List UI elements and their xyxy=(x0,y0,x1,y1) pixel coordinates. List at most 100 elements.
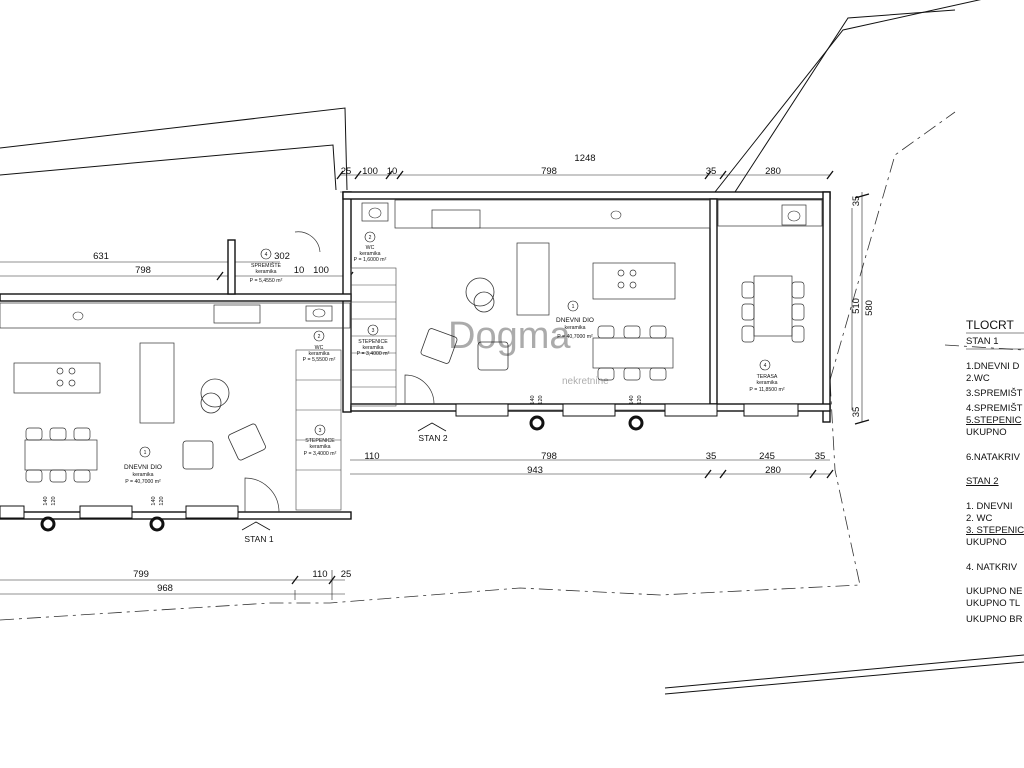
site-boundary-right-inner xyxy=(714,0,982,193)
legend-item: 4. NATKRIV xyxy=(966,562,1018,573)
room-name: DNEVNI DIO xyxy=(124,464,162,471)
legend-item: 5.STEPENIC xyxy=(966,415,1022,426)
room-floor: keramika xyxy=(255,269,276,275)
dim-top-10: 10 xyxy=(387,166,398,177)
legend-total: UKUPNO NE xyxy=(966,586,1023,597)
legend-item: 3.SPREMIŠT xyxy=(966,388,1023,399)
dim-left-631: 631 xyxy=(93,251,109,262)
room-floor: keramika xyxy=(309,444,330,450)
room-area: P = 11,8500 m² xyxy=(749,387,784,393)
dim-mid-110: 110 xyxy=(364,451,379,462)
wall-top-left-unit xyxy=(0,293,352,302)
site-boundary-bottom xyxy=(664,654,1024,689)
dim-mid-35b: 35 xyxy=(815,451,826,462)
room-floor: keramika xyxy=(359,251,380,257)
wall-right xyxy=(822,191,831,423)
room-number: 2 xyxy=(318,334,321,340)
room-number: 3 xyxy=(372,328,375,334)
legend-item: 6.NATAKRIV xyxy=(966,452,1021,463)
dim-right-35-bottom: 35 xyxy=(851,407,862,418)
room-floor: keramika xyxy=(308,351,329,357)
dim-mid-280: 280 xyxy=(765,465,781,476)
wall-middle xyxy=(342,191,352,413)
dim-storage-302: 302 xyxy=(274,251,290,262)
room-floor: keramika xyxy=(756,380,777,386)
site-boundary-right xyxy=(734,9,956,193)
dim-bottom-799: 799 xyxy=(133,569,149,580)
legend-item: 1.DNEVNI D xyxy=(966,361,1020,372)
window-dim-140: 140 xyxy=(629,395,635,404)
dim-right-35-top: 35 xyxy=(851,196,862,207)
wall-storage-left xyxy=(227,239,236,295)
room-floor: keramika xyxy=(564,325,585,331)
legend-title: TLOCRT xyxy=(966,318,1014,332)
room-number: 1 xyxy=(572,304,575,310)
dim-top-798: 798 xyxy=(541,166,557,177)
room-area: P = 3,4000 m² xyxy=(304,451,337,457)
dim-top-25: 25 xyxy=(341,166,352,177)
room-area: P = 40,7000 m² xyxy=(557,334,593,340)
dim-top-100: 100 xyxy=(362,166,378,177)
dim-mid-798: 798 xyxy=(541,451,557,462)
site-boundary-left-inner xyxy=(0,144,337,191)
legend-total: UKUPNO TL xyxy=(966,598,1021,609)
room-name: WC xyxy=(366,245,375,251)
dim-top-280: 280 xyxy=(765,166,781,177)
legend-item: 2. WC xyxy=(966,513,993,524)
legend-stan1-heading: STAN 1 xyxy=(966,336,999,347)
room-number: 4 xyxy=(764,363,767,369)
room-number: 4 xyxy=(265,252,268,258)
legend-total: UKUPNO BR xyxy=(966,614,1023,625)
legend-item: 2.WC xyxy=(966,373,990,384)
site-boundary-bottom-inner xyxy=(664,661,1024,695)
room-area: P = 1,6000 m² xyxy=(354,257,387,263)
room-number: 3 xyxy=(319,428,322,434)
plot-outline-dashed xyxy=(0,379,861,621)
room-number: 2 xyxy=(369,235,372,241)
room-area: P = 5,5500 m² xyxy=(303,357,336,363)
legend-item: 4.SPREMIŠT xyxy=(966,403,1023,414)
window-dim-140: 140 xyxy=(43,496,49,505)
dim-bottom-110: 110 xyxy=(312,569,327,580)
legend-panel: TLOCRT STAN 1 1.DNEVNI D 2.WC 3.SPREMIŠT… xyxy=(966,318,1024,628)
room-area: P = 3,4000 m² xyxy=(357,351,390,357)
plot-outline-dashed-right xyxy=(829,111,956,381)
dim-top-35: 35 xyxy=(706,166,717,177)
dim-top-total: 1248 xyxy=(574,153,595,164)
dim-bottom-968: 968 xyxy=(157,583,173,594)
entrance-label-stan1: STAN 1 xyxy=(244,534,273,544)
room-name: DNEVNI DIO xyxy=(556,317,594,324)
dim-mid-35a: 35 xyxy=(706,451,717,462)
wall-top-right-unit xyxy=(342,191,831,200)
dim-storage-100: 100 xyxy=(313,265,329,276)
dim-left-798: 798 xyxy=(135,265,151,276)
window-dim-120: 120 xyxy=(637,395,643,404)
room-name: TERASA xyxy=(757,374,778,380)
room-name: WC xyxy=(315,345,324,351)
wall-bottom-left-unit xyxy=(0,511,352,520)
legend-item: 3. STEPENIC xyxy=(966,525,1024,536)
dim-storage-10: 10 xyxy=(294,265,305,276)
legend-stan2-heading: STAN 2 xyxy=(966,476,999,487)
room-floor: keramika xyxy=(132,472,153,478)
dim-mid-245: 245 xyxy=(759,451,775,462)
dim-mid-943: 943 xyxy=(527,465,543,476)
room-floor: keramika xyxy=(362,345,383,351)
window-dim-140: 140 xyxy=(530,395,536,404)
dim-bottom-25: 25 xyxy=(341,569,352,580)
legend-item: 1. DNEVNI xyxy=(966,501,1013,512)
dim-right-510: 510 xyxy=(851,298,862,314)
dim-right-580: 580 xyxy=(864,300,875,316)
watermark-subtitle: nekretnine xyxy=(562,376,609,387)
room-number: 1 xyxy=(144,450,147,456)
room-area: P = 5,4550 m² xyxy=(250,278,283,284)
room-area: P = 40,7000 m² xyxy=(125,479,161,485)
room-name: STEPENICE xyxy=(358,339,388,345)
room-name: STEPENICE xyxy=(305,438,335,444)
site-boundary-left xyxy=(0,107,348,191)
legend-total: UKUPNO xyxy=(966,537,1007,548)
entrance-label-stan2: STAN 2 xyxy=(418,433,447,443)
window-dim-120: 120 xyxy=(51,496,57,505)
room-name: SPREMIŠTE xyxy=(251,262,282,269)
window-dim-120: 120 xyxy=(538,395,544,404)
